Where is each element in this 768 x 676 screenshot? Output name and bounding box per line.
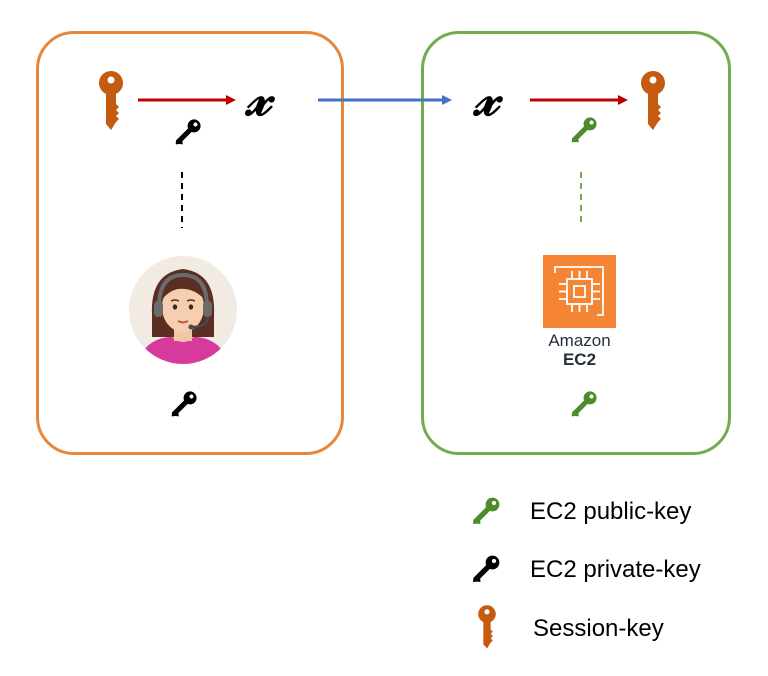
session-key-icon bbox=[99, 71, 123, 130]
private-key-icon bbox=[171, 391, 197, 417]
ec2-chip-icon bbox=[543, 255, 616, 328]
public-key-icon bbox=[571, 117, 597, 143]
ciphertext-symbol-left: 𝓍 bbox=[246, 67, 271, 128]
legend-label-session-key: Session-key bbox=[533, 615, 664, 642]
private-key-icon bbox=[175, 119, 201, 145]
user-avatar bbox=[129, 256, 237, 364]
ec2-label-line2: EC2 bbox=[562, 350, 597, 369]
orange-key-icon bbox=[478, 605, 496, 649]
green-key-icon bbox=[473, 497, 500, 524]
client-panel bbox=[36, 31, 344, 455]
public-key-icon bbox=[571, 391, 597, 417]
ec2-label-line1: Amazon bbox=[548, 331, 611, 350]
ciphertext-symbol-right: 𝓍 bbox=[474, 67, 499, 128]
session-key-icon bbox=[641, 71, 665, 130]
black-key-icon bbox=[473, 555, 500, 582]
ec2-panel bbox=[421, 31, 731, 455]
legend-label-public-key: EC2 public-key bbox=[530, 498, 692, 525]
legend-label-private-key: EC2 private-key bbox=[530, 556, 701, 583]
